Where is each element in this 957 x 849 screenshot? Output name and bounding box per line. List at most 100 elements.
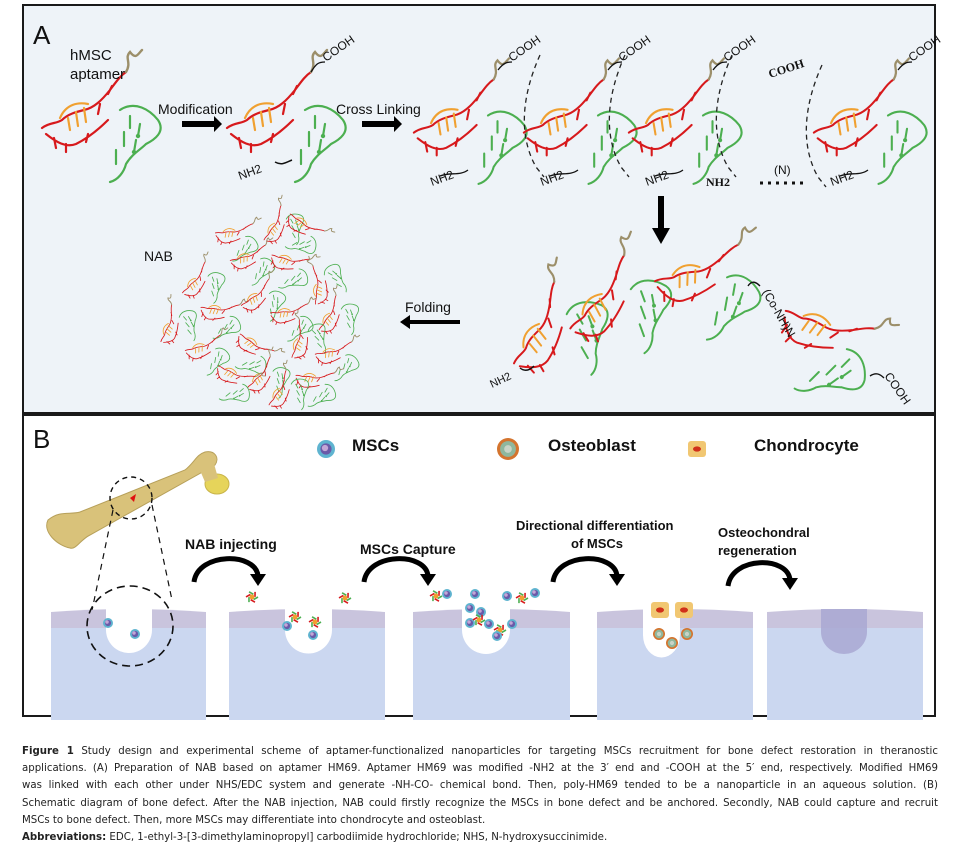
hmsc-aptamer-label-line2: aptamer <box>70 66 126 83</box>
figure-label: Figure 1 <box>22 746 74 757</box>
aptamer-orange-loop <box>187 277 198 291</box>
cooh-linker <box>897 61 913 71</box>
aptamer-tail <box>167 294 173 306</box>
aptamer-green-domain <box>278 268 309 289</box>
aptamer-orange-loop <box>277 308 291 318</box>
nab-strand <box>311 616 317 621</box>
aptamer-orange-loop <box>292 338 303 351</box>
aptamer-orange-loop <box>294 217 308 228</box>
step-cross-linking-label: Cross Linking <box>336 101 421 117</box>
nab-strand <box>250 598 256 603</box>
nh2-linker <box>519 365 535 371</box>
aptamer-green-domain <box>477 110 528 185</box>
aptamer-green-node <box>192 325 195 327</box>
aptamer-green-node <box>319 332 321 335</box>
aptamer-green-node <box>718 138 723 143</box>
aptamer-green-domain <box>206 347 231 376</box>
aptamer-green-domain <box>290 378 309 411</box>
nab-aptamer-unit <box>270 253 321 289</box>
legend-chondrocyte-icon <box>688 441 706 457</box>
step-label-osteochondral-line2: regeneration <box>718 543 797 558</box>
aptamer-orange-loop <box>522 322 547 354</box>
nab-strand <box>341 592 347 597</box>
modified-aptamer <box>225 48 347 184</box>
osteoblast-nucleus <box>504 445 512 453</box>
aptamer-green-node <box>298 229 300 232</box>
msc-nucleolus <box>444 591 448 595</box>
aptamer-tail <box>351 334 361 343</box>
aptamer-green-node <box>301 388 303 391</box>
aptamer-green-node <box>899 153 904 158</box>
msc-cell <box>502 591 512 601</box>
aptamer-green-node <box>839 375 844 380</box>
linked-aptamer-4 <box>812 57 928 185</box>
aptamer-green-domain <box>293 104 347 184</box>
folding-arrow-icon <box>400 315 460 329</box>
aptamer-tail <box>268 346 274 358</box>
nab-particle <box>308 616 322 628</box>
caption-line-4: Schematic diagram of bone defect. After … <box>22 797 938 809</box>
aptamer-orange-loop <box>581 293 607 323</box>
aptamer-green-domain <box>108 104 162 184</box>
aptamer-green-node <box>353 319 355 322</box>
msc-nucleolus <box>472 591 476 595</box>
aptamer-green-node <box>653 318 658 323</box>
differentiation-arrow-icon <box>550 556 620 583</box>
nab-aptamer-unit <box>184 327 231 376</box>
step-label-osteochondral-line1: Osteochondral <box>718 525 810 540</box>
msc-nucleolus <box>310 632 314 636</box>
aptamer-green-domain <box>207 272 226 304</box>
aptamer-green-node <box>348 365 351 368</box>
nab-aptamer-unit <box>160 294 197 345</box>
cooh-linker <box>869 373 885 379</box>
regeneration-arrow-icon-head <box>782 578 798 590</box>
aptamer-green-node <box>264 268 267 271</box>
poly-aptamer-3 <box>654 225 762 341</box>
msc-nucleolus <box>321 444 329 452</box>
aptamer-green-domain <box>340 303 359 336</box>
msc-cell <box>484 619 494 629</box>
aptamer-green-node <box>189 319 192 322</box>
aptamer-green-node <box>503 138 508 143</box>
aptamer-tail <box>619 230 632 257</box>
aptamer-green-node <box>135 133 141 139</box>
aptamer-orange-loop <box>58 102 90 132</box>
nh2-linker <box>654 169 684 177</box>
msc-cell <box>282 621 292 631</box>
aptamer-green-node <box>298 248 301 250</box>
aptamer-orange-loop <box>192 343 205 354</box>
nab-core <box>292 614 298 620</box>
aptamer-tail <box>277 194 283 206</box>
nab-strand <box>316 621 322 626</box>
msc-nucleolus <box>478 609 482 613</box>
legend-label-mscs: MSCs <box>352 436 400 455</box>
defect-marker-icon <box>130 494 136 502</box>
nab-strand <box>248 591 254 596</box>
nab-strand <box>308 618 314 623</box>
aptamer-green-node <box>304 246 307 248</box>
nab-aptamer-unit <box>215 365 266 402</box>
nab-strand <box>523 597 529 602</box>
panel-a-label: A <box>33 20 51 50</box>
aptamer-green-domain <box>287 315 314 342</box>
osteoblast-cell <box>653 628 665 640</box>
step-label-directional-line2: of MSCs <box>571 536 623 551</box>
nab-strand <box>480 619 486 624</box>
aptamer-green-node <box>730 314 735 319</box>
aptamer-orange-loop <box>267 222 278 236</box>
nh2-linker <box>839 169 869 177</box>
nab-core <box>249 594 255 600</box>
nab-aptamer-unit <box>247 346 291 399</box>
abbreviations-label: Abbreviations: <box>22 832 107 844</box>
msc-cell <box>530 588 540 598</box>
nab-strand <box>313 623 319 628</box>
caption-abbreviations: Abbreviations: EDC, 1-ethyl-3-[3-dimethy… <box>22 832 608 844</box>
co-nh-linker <box>747 281 761 287</box>
aptamer-green-node <box>281 377 284 380</box>
nh2-linker <box>274 159 293 165</box>
differentiation-arrow-icon-head <box>609 574 625 586</box>
msc-cell <box>492 631 502 641</box>
aptamer-tail <box>307 296 317 305</box>
aptamer-green-node <box>827 382 831 387</box>
aptamer-green-domain <box>692 110 743 185</box>
